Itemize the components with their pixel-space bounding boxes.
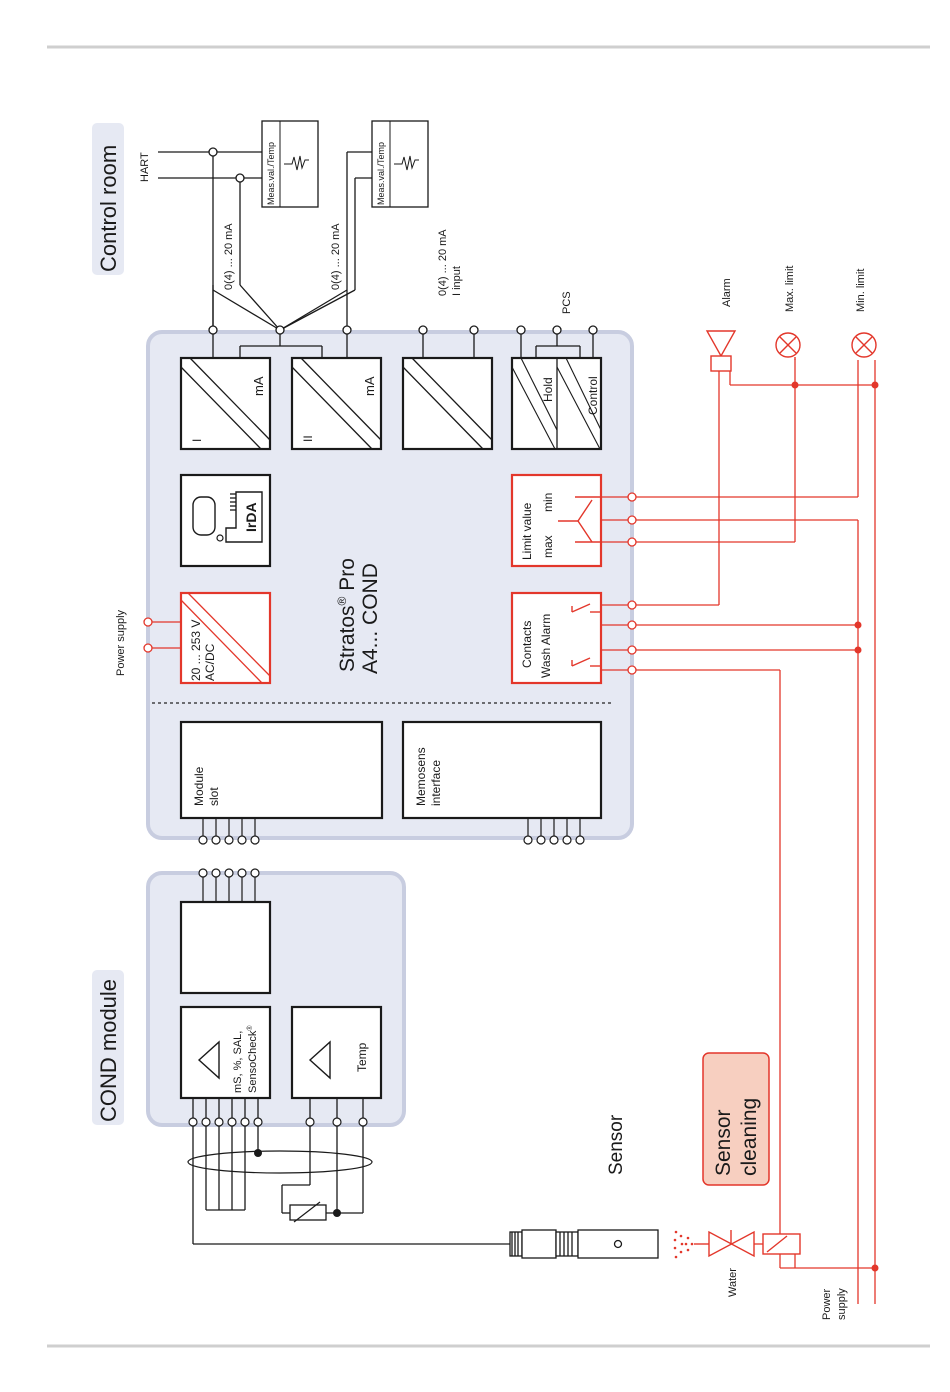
irda-led-icon: [216, 534, 224, 542]
power-supply-box: 20 ... 253 V AC/DC: [179, 591, 272, 685]
recorder-1: Meas.val./Temp: [261, 120, 319, 208]
current-input-label: 0(4) ... 20 mA: [437, 229, 449, 296]
limit-value-box: Limit value max min: [510, 473, 603, 568]
current-output-2-box: mA II: [290, 356, 383, 451]
cond-meas-line1: mS, %, SAL,: [232, 1031, 244, 1093]
irda-bars-icon: [230, 493, 236, 511]
sensor-cleaning-line2: cleaning: [738, 1098, 761, 1176]
water-valve-icon: [694, 1230, 755, 1258]
contacts-sub: Wash Alarm: [539, 614, 553, 678]
module-slot-line2: slot: [207, 787, 221, 806]
recorder-2: Meas.val./Temp: [371, 120, 429, 208]
current-output-2-number: II: [301, 435, 315, 442]
solenoid-icon: [762, 1233, 801, 1255]
cond-meas-line2: SensoCheck®: [246, 1025, 259, 1093]
limit-min-label: min: [541, 493, 555, 512]
conductivity-amp-box: mS, %, SAL, SensoCheck®: [179, 1005, 272, 1100]
junction-dots: [791, 381, 879, 1272]
min-limit-label: Min. limit: [855, 269, 867, 312]
amplifier-icon-temp: [308, 1040, 331, 1080]
temperature-amp-box: Temp: [290, 1005, 383, 1100]
control-label: Control: [586, 376, 600, 415]
psu-type: AC/DC: [203, 643, 217, 681]
current-output-2-unit: mA: [362, 376, 377, 396]
relay-terminals: [627, 492, 637, 675]
cond-module-title: COND module: [96, 979, 121, 1122]
module-slot-box: Module slot: [179, 720, 384, 820]
field-power-supply-line1: Power: [821, 1288, 833, 1320]
limit-max-label: max: [541, 535, 555, 558]
sensor-probe-icon: [509, 1229, 659, 1259]
top-terminals: [208, 147, 598, 335]
device-name-line2: A4... COND: [359, 563, 382, 674]
pcs-box: Hold Control: [510, 356, 603, 451]
shield-junction: [254, 1149, 262, 1157]
alarm-horn-icon: [705, 330, 737, 372]
power-supply-label: Power supply: [115, 609, 127, 676]
device-name-line1: Stratos® Pro: [335, 558, 359, 672]
psu-voltage: 20 ... 253 V: [189, 620, 203, 681]
contacts-title: Contacts: [520, 621, 534, 668]
cond-module-badge: [92, 970, 124, 1125]
amplifier-icon: [197, 1040, 220, 1080]
pcs-label: PCS: [561, 291, 573, 314]
current-output-1-box: mA I: [179, 356, 272, 451]
limit-value-title: Limit value: [520, 502, 534, 560]
memosens-line1: Memosens: [414, 747, 428, 806]
memosens-line2: interface: [429, 760, 443, 806]
memosens-terminals: [523, 818, 585, 845]
power-supply-wiring: [143, 617, 181, 653]
contacts-box: Contacts Wash Alarm: [510, 591, 603, 685]
current-out-2-label: 0(4) ... 20 mA: [330, 223, 342, 290]
max-limit-label: Max. limit: [784, 266, 796, 312]
irda-label: IrDA: [243, 502, 259, 532]
irda-box: IrDA: [179, 473, 272, 568]
min-limit-lamp-icon: [851, 332, 877, 358]
field-power-supply-line2: supply: [836, 1288, 848, 1320]
sensor-cleaning-line1: Sensor: [712, 1109, 735, 1176]
module-slot-terminals: [198, 818, 260, 845]
alarm-label: Alarm: [721, 278, 733, 307]
temp-junction: [333, 1209, 341, 1217]
control-room-title: Control room: [96, 145, 121, 272]
sensor-cleaning-badge: [702, 1052, 770, 1186]
device-panel: [146, 330, 634, 840]
module-processor-box: [179, 900, 272, 995]
memosens-interface-box: Memosens interface: [401, 720, 603, 820]
cable-shield: [187, 1150, 373, 1174]
current-input-box: [401, 356, 494, 451]
hart-label: HART: [139, 152, 151, 182]
recorder-2-label: Meas.val./Temp: [376, 142, 386, 205]
cond-terminals: [188, 1117, 368, 1127]
current-input-label-2: I input: [451, 266, 463, 296]
water-label: Water: [727, 1268, 739, 1297]
recorder-1-label: Meas.val./Temp: [266, 142, 276, 205]
module-connector-terminals: [198, 868, 260, 902]
module-slot-line1: Module: [192, 766, 206, 806]
temp-resistor-icon: [289, 1201, 327, 1223]
control-room-wiring: [158, 151, 594, 358]
spray-icon: [673, 1230, 694, 1259]
hold-label: Hold: [541, 377, 555, 402]
current-output-1-unit: mA: [251, 376, 266, 396]
current-output-1-number: I: [190, 439, 204, 442]
current-out-1-label: 0(4) ... 20 mA: [223, 223, 235, 290]
sensor-label: Sensor: [606, 1114, 627, 1175]
max-limit-lamp-icon: [775, 332, 801, 360]
temp-label: Temp: [355, 1042, 369, 1072]
control-room-badge: [92, 123, 124, 275]
